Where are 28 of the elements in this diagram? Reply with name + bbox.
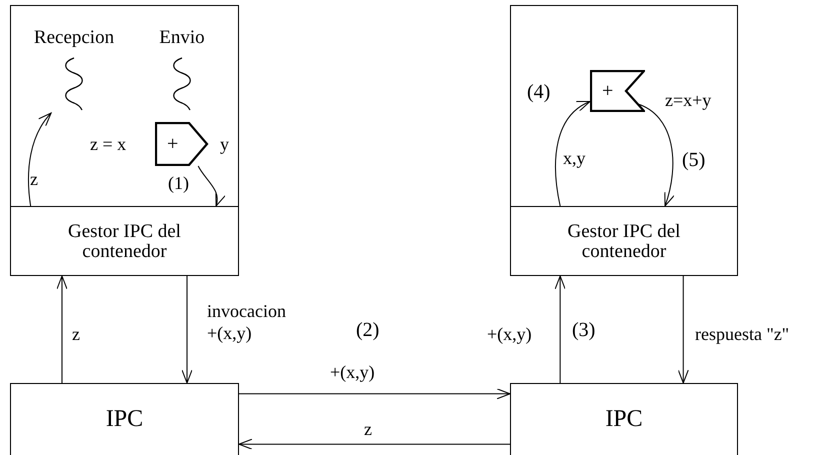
arrow xyxy=(636,103,674,206)
thread-label: Recepcion xyxy=(34,27,114,49)
step-number: (5) xyxy=(682,150,706,171)
ipc-label: IPC xyxy=(106,406,144,433)
formula-text: z = x xyxy=(90,134,126,155)
arrow xyxy=(28,112,52,206)
step-number: (4) xyxy=(527,82,550,103)
send-port-shape xyxy=(155,122,209,166)
ipc-label: IPC xyxy=(605,406,643,433)
arrow xyxy=(198,166,225,206)
ipc-box xyxy=(510,383,738,455)
arrow xyxy=(56,276,68,384)
step-number: (2) xyxy=(356,320,380,341)
arrow xyxy=(182,276,193,384)
arrow xyxy=(238,388,510,400)
operator-symbol: + xyxy=(167,132,178,156)
arrow xyxy=(554,276,566,384)
step-number: (3) xyxy=(572,320,596,341)
formula-text: y xyxy=(220,134,229,155)
manager-label: Gestor IPC del contenedor xyxy=(566,222,682,262)
arrow xyxy=(678,276,689,384)
receive-port-shape xyxy=(590,70,645,112)
arrow xyxy=(555,101,590,206)
ipc-box xyxy=(10,383,239,455)
arrow xyxy=(238,438,510,450)
manager-label: Gestor IPC del contenedor xyxy=(67,222,182,262)
operator-symbol: + xyxy=(602,80,614,102)
thread-label: Envio xyxy=(159,27,205,49)
